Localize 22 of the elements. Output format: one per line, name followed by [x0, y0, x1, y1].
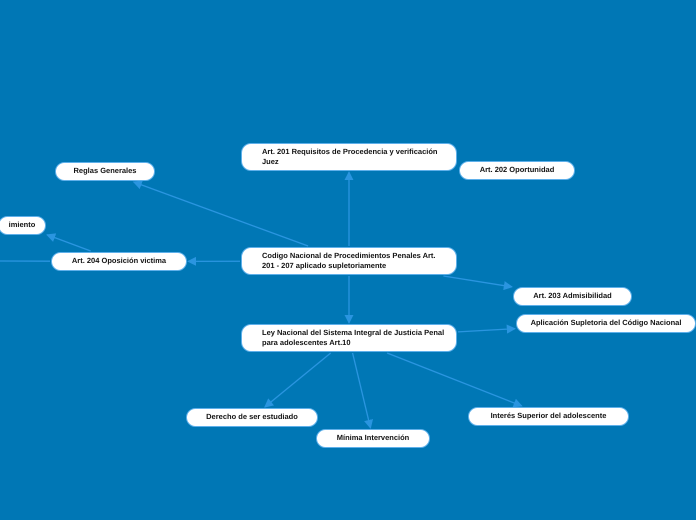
topic-box — [51, 252, 187, 271]
connector-arrow — [352, 352, 374, 429]
topic-box — [55, 162, 155, 181]
topic-box — [241, 143, 457, 171]
connector-arrow — [344, 171, 354, 246]
topic-box — [0, 216, 46, 235]
topic-box — [186, 408, 318, 427]
topic-box — [316, 429, 430, 448]
connector-arrow — [458, 324, 516, 334]
connector-arrow — [386, 352, 523, 408]
topic-box — [459, 161, 575, 180]
connector-arrow — [443, 275, 513, 290]
topic-box — [516, 314, 696, 333]
connector-arrow — [344, 276, 354, 324]
connector-arrow — [264, 352, 332, 408]
topic-box — [468, 407, 629, 426]
connector-arrow — [187, 256, 240, 266]
topic-box — [241, 247, 457, 275]
connector-arrow — [46, 233, 91, 252]
topic-box — [513, 287, 632, 306]
connector-arrow — [132, 180, 308, 247]
topic-box — [241, 324, 457, 352]
